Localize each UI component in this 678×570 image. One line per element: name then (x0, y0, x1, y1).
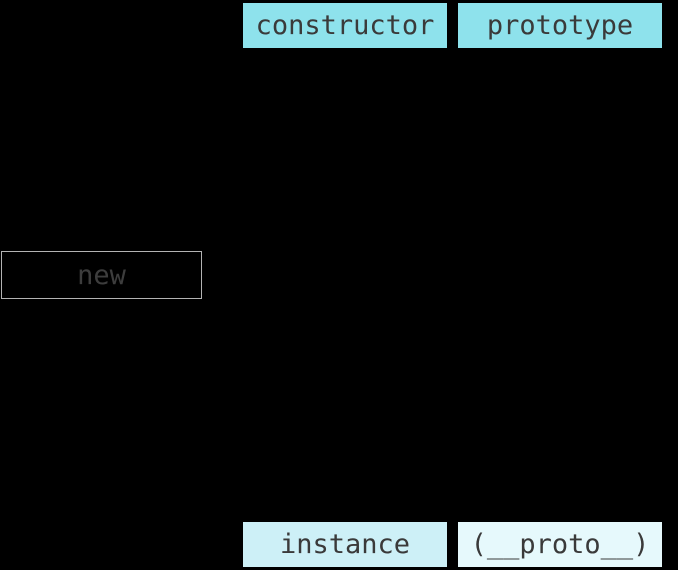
instance-node: instance (243, 522, 447, 567)
constructor-node: constructor (243, 3, 447, 48)
new-operator-node: new (1, 251, 202, 299)
proto-link-label: (__proto__) (470, 529, 650, 560)
instance-label: instance (279, 529, 411, 560)
prototype-label: prototype (486, 10, 634, 41)
proto-link-node: (__proto__) (458, 522, 662, 567)
new-operator-label: new (77, 259, 126, 291)
prototype-node: prototype (458, 3, 662, 48)
constructor-label: constructor (255, 10, 435, 41)
